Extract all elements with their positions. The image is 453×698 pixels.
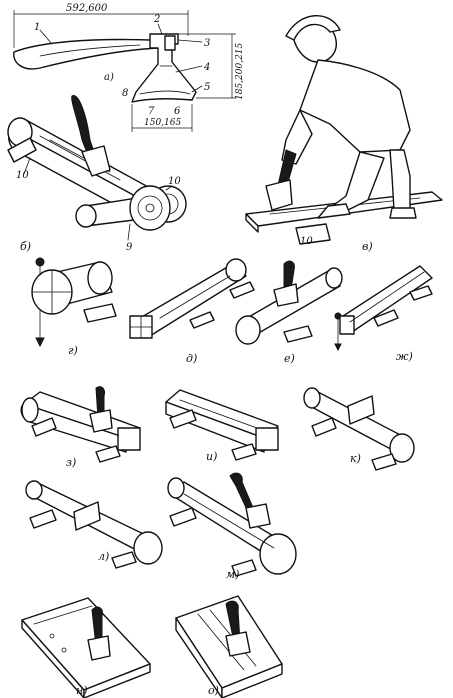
panel-o-plank-groove: о) [175,595,283,698]
part-7: 7 [148,106,155,117]
panel-v-man-hewing: 10 в) [245,15,443,253]
panel-b-label: б) [20,240,31,253]
panel-m-label: м) [226,568,239,581]
panel-k-notched-log: к) [303,387,415,471]
panel-e-label: е) [284,352,295,365]
panel-zh-plumb-check: ж) [334,265,433,363]
panel-a-label: а) [104,72,114,83]
panel-v-label: в) [362,240,373,253]
panel-n-plank-cut: н) [21,597,151,698]
panel-d-label: д) [186,352,197,365]
panel-g-marking-log: г) [31,257,117,357]
axe-handle [13,38,159,70]
part-6: 6 [174,106,181,117]
part-3: 3 [204,38,210,49]
panel-e-hewing-sides: е) [235,260,343,365]
panel-z-label: з) [66,456,76,469]
axe-poll [164,35,176,51]
part-2: 2 [153,14,160,25]
man-torso [299,59,411,153]
panel-i-label: и) [206,450,217,463]
callout-b-10-right: 10 [168,176,181,187]
panel-z-beam-with-axe: з) [20,386,141,469]
part-5: 5 [204,82,210,93]
callout-b-9: 9 [126,242,133,253]
part-4: 4 [203,62,210,73]
panel-i-grooved-beam: и) [165,389,279,463]
dim-blade: 150,165 [144,118,181,128]
panel-m-hollowing-log: м) [167,472,297,581]
panel-l-notched-log: л) [25,480,163,569]
dim-height: 185,200,215 [235,42,245,100]
panel-d-squared-log: д) [129,258,255,365]
callout-v-10: 10 [300,236,313,247]
panel-zh-label: ж) [396,350,413,363]
part-1: 1 [34,22,40,33]
panel-g-label: г) [68,344,78,357]
man-leg-right [389,149,411,213]
man-cap [285,15,341,41]
part-8: 8 [122,88,128,99]
callout-b-10-left: 10 [16,170,29,181]
axe-head [131,33,197,103]
panel-o-label: о) [208,684,219,697]
dim-length: 592,600 [66,3,108,14]
panel-k-label: к) [350,452,361,465]
panel-b-log-on-supports: 10 10 9 б) [7,95,187,253]
panel-n-label: н) [76,684,88,697]
panel-l-label: л) [98,550,109,563]
panel-a-axe: 592,600 185,200,215 150,165 1 2 3 4 5 6 … [13,3,245,132]
main-log-end [129,185,171,231]
